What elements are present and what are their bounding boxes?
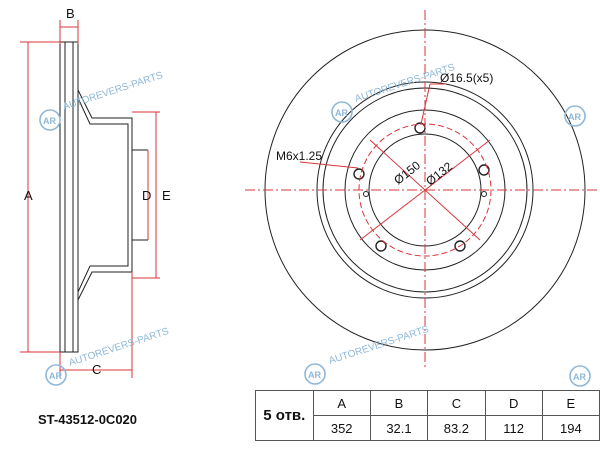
spec-header-e: E	[541, 390, 600, 416]
svg-text:AR: AR	[568, 112, 581, 122]
part-number: ST-43512-0C020	[38, 412, 138, 427]
pcd-label: Ø132	[423, 159, 455, 188]
label-b: B	[66, 6, 75, 21]
spec-value-d: 112	[484, 415, 543, 441]
spec-header-d: D	[484, 390, 543, 416]
bolt-hole	[454, 240, 466, 252]
watermark-2: AR AUTOREVERS-PARTS	[331, 62, 457, 123]
watermark-3: AR	[564, 105, 586, 127]
side-friction-ring	[59, 41, 79, 353]
side-hat-profile	[77, 89, 133, 301]
svg-text:AUTOREVERS-PARTS: AUTOREVERS-PARTS	[62, 70, 165, 113]
thread-hole	[481, 191, 487, 197]
svg-text:AR: AR	[43, 116, 56, 126]
label-d: D	[142, 188, 151, 203]
side-profile	[59, 41, 149, 353]
svg-text:AR: AR	[573, 372, 586, 382]
label-e: E	[162, 188, 171, 203]
hole-label: Ø16.5(x5)	[440, 71, 493, 85]
watermark-1: AR AUTOREVERS-PARTS	[39, 70, 165, 131]
svg-text:AUTOREVERS-PARTS: AUTOREVERS-PARTS	[68, 326, 171, 369]
spec-header-a: A	[312, 390, 371, 416]
thread-hole	[363, 191, 369, 197]
watermark-5: AR AUTOREVERS-PARTS	[304, 324, 431, 385]
side-dimensions	[20, 20, 160, 378]
spec-header-b: B	[369, 390, 429, 416]
svg-text:AUTOREVERS-PARTS: AUTOREVERS-PARTS	[328, 324, 431, 367]
label-c: C	[92, 362, 101, 377]
label-a: A	[24, 188, 33, 203]
bolt-hole	[353, 168, 365, 180]
hole-count: 5 отв.	[255, 390, 314, 441]
front-dimensions	[245, 10, 600, 370]
spec-value-e: 194	[541, 415, 600, 441]
watermark-6: AR	[569, 365, 591, 387]
spec-value-a: 352	[312, 415, 371, 441]
bolt-hole	[478, 164, 490, 176]
thread-label: M6x1.25	[276, 149, 322, 163]
spec-header-row: 5 отв. A B C D E	[255, 390, 600, 441]
spec-value-row: 352 32.1 83.2 112 194	[256, 415, 600, 441]
svg-text:AR: AR	[308, 370, 321, 380]
spec-table: 5 отв. A B C D E 352 32.1 83.2 112 194	[255, 390, 600, 441]
spec-header-c: C	[427, 390, 486, 416]
spec-value-c: 83.2	[427, 415, 486, 441]
bolt-hole	[375, 240, 387, 252]
svg-text:AR: AR	[49, 371, 62, 381]
center-label: Ø150	[391, 158, 423, 187]
spec-value-b: 32.1	[369, 415, 429, 441]
svg-text:AR: AR	[335, 108, 348, 118]
